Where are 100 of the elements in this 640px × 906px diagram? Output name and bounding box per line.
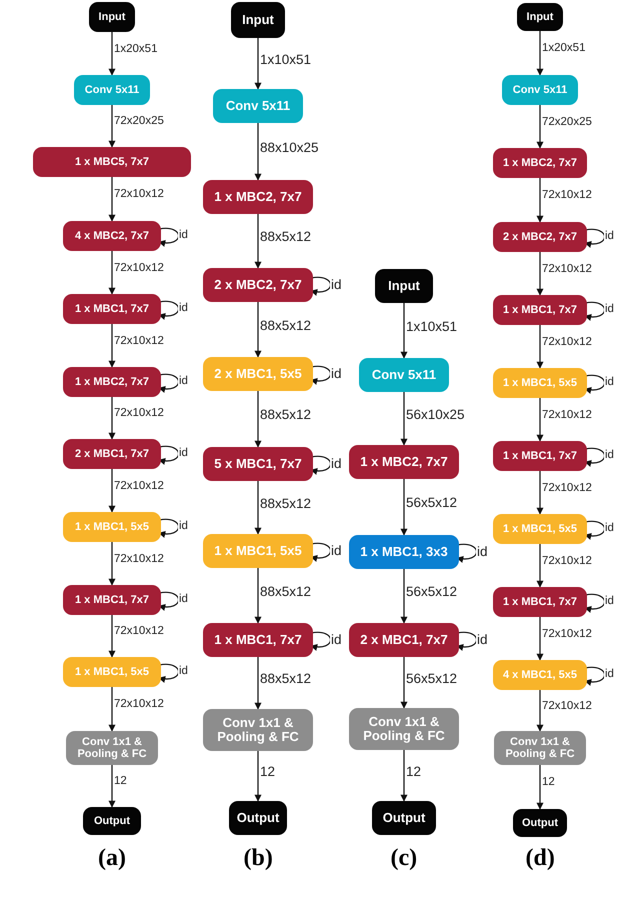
arrow (536, 617, 544, 661)
edge-label: 12 (405, 764, 422, 778)
conv-box: Conv 5x11 (213, 89, 303, 123)
arrow (254, 123, 262, 181)
terminal-box: Output (229, 801, 287, 835)
edge-label: id (604, 669, 615, 681)
arrow (536, 31, 544, 76)
edge-label: 72x10x12 (113, 554, 165, 566)
edge-label: 72x10x12 (113, 262, 165, 274)
arrow (254, 302, 262, 358)
edge-label: 88x5x12 (259, 672, 312, 686)
terminal-box: Output (372, 801, 436, 835)
arrow (108, 324, 116, 368)
edge-label: id (604, 523, 615, 535)
edge-label: 1x20x51 (113, 44, 158, 56)
arrow (536, 178, 544, 223)
layer-box: 1 x MBC2, 7x7 (349, 445, 459, 479)
layer-box: 2 x MBC1, 5x5 (203, 357, 313, 391)
arrow (108, 765, 116, 808)
arrow (400, 479, 408, 536)
edge-label: 56x5x12 (405, 585, 458, 599)
arrow (108, 542, 116, 586)
arrow (400, 303, 408, 359)
layer-box: 2 x MBC1, 7x7 (349, 623, 459, 657)
layer-box: 2 x MBC1, 7x7 (63, 439, 161, 469)
edge-label: id (178, 376, 189, 388)
conv-box: Conv 5x11 (502, 75, 578, 105)
panel-label: (c) (390, 845, 418, 872)
layer-box: 1 x MBC1, 7x7 (493, 295, 587, 325)
layer-box: 1 x MBC1, 7x7 (493, 441, 587, 471)
arrow (108, 251, 116, 295)
arrow (536, 105, 544, 149)
arrow (108, 469, 116, 513)
arrow (254, 751, 262, 802)
panel-label: (d) (526, 845, 555, 872)
edge-label: id (604, 596, 615, 608)
arrow (108, 615, 116, 658)
arrow (536, 690, 544, 732)
layer-box: 1 x MBC1, 7x7 (203, 623, 313, 657)
layer-box: 1 x MBC1, 5x5 (63, 657, 161, 687)
head-box: Conv 1x1 & Pooling & FC (203, 709, 313, 751)
edge-label: 88x10x25 (259, 140, 320, 154)
arrow (536, 544, 544, 588)
layer-box: 1 x MBC1, 7x7 (493, 587, 587, 617)
edge-label: id (330, 367, 343, 381)
layer-box: 4 x MBC1, 5x5 (493, 660, 587, 690)
arrow (254, 657, 262, 710)
arrow (536, 765, 544, 810)
edge-label: 56x5x12 (405, 496, 458, 510)
edge-label: id (178, 594, 189, 606)
edge-label: 72x10x12 (113, 480, 165, 492)
edge-label: 88x5x12 (259, 318, 312, 332)
arrow (254, 38, 262, 90)
terminal-box: Input (517, 3, 563, 31)
edge-label: 12 (259, 765, 276, 779)
layer-box: 1 x MBC2, 7x7 (493, 148, 587, 178)
edge-label: id (330, 278, 343, 292)
edge-label: 72x10x12 (541, 482, 593, 494)
layer-box: 1 x MBC1, 5x5 (493, 368, 587, 398)
edge-label: id (178, 303, 189, 315)
edge-label: id (330, 633, 343, 647)
head-box: Conv 1x1 & Pooling & FC (494, 731, 586, 765)
arrow (254, 391, 262, 448)
arrow (108, 687, 116, 732)
terminal-box: Output (513, 809, 567, 837)
panel-label: (b) (244, 845, 273, 872)
layer-box: 1 x MBC2, 7x7 (203, 180, 313, 214)
edge-label: 72x10x12 (541, 628, 593, 640)
arrow (536, 471, 544, 515)
edge-label: 72x10x12 (541, 336, 593, 348)
arrow (536, 252, 544, 296)
edge-label: id (604, 450, 615, 462)
panel-label: (a) (98, 845, 126, 872)
edge-label: id (178, 666, 189, 678)
layer-box: 1 x MBC2, 7x7 (63, 367, 161, 397)
edge-label: 88x5x12 (259, 584, 312, 598)
layer-box: 1 x MBC1, 7x7 (63, 294, 161, 324)
conv-box: Conv 5x11 (359, 358, 449, 392)
edge-label: 1x10x51 (259, 52, 312, 66)
arrow (108, 397, 116, 440)
edge-label: id (330, 544, 343, 558)
arrow (108, 105, 116, 148)
edge-label: 72x10x12 (541, 410, 593, 422)
terminal-box: Input (231, 2, 285, 38)
arrow (536, 398, 544, 442)
edge-label: id (604, 304, 615, 316)
arrow (400, 750, 408, 802)
conv-box: Conv 5x11 (74, 75, 150, 105)
layer-box: 1 x MBC1, 3x3 (349, 535, 459, 569)
edge-label: 88x5x12 (259, 408, 312, 422)
edge-label: 56x5x12 (405, 672, 458, 686)
arrow (400, 392, 408, 446)
arrow (400, 657, 408, 709)
head-box: Conv 1x1 & Pooling & FC (66, 731, 158, 765)
layer-box: 1 x MBC5, 7x7 (33, 147, 191, 177)
layer-box: 2 x MBC2, 7x7 (203, 268, 313, 302)
arrow (108, 32, 116, 76)
layer-box: 2 x MBC2, 7x7 (493, 222, 587, 252)
edge-label: 72x10x12 (541, 264, 593, 276)
terminal-box: Output (83, 807, 141, 835)
